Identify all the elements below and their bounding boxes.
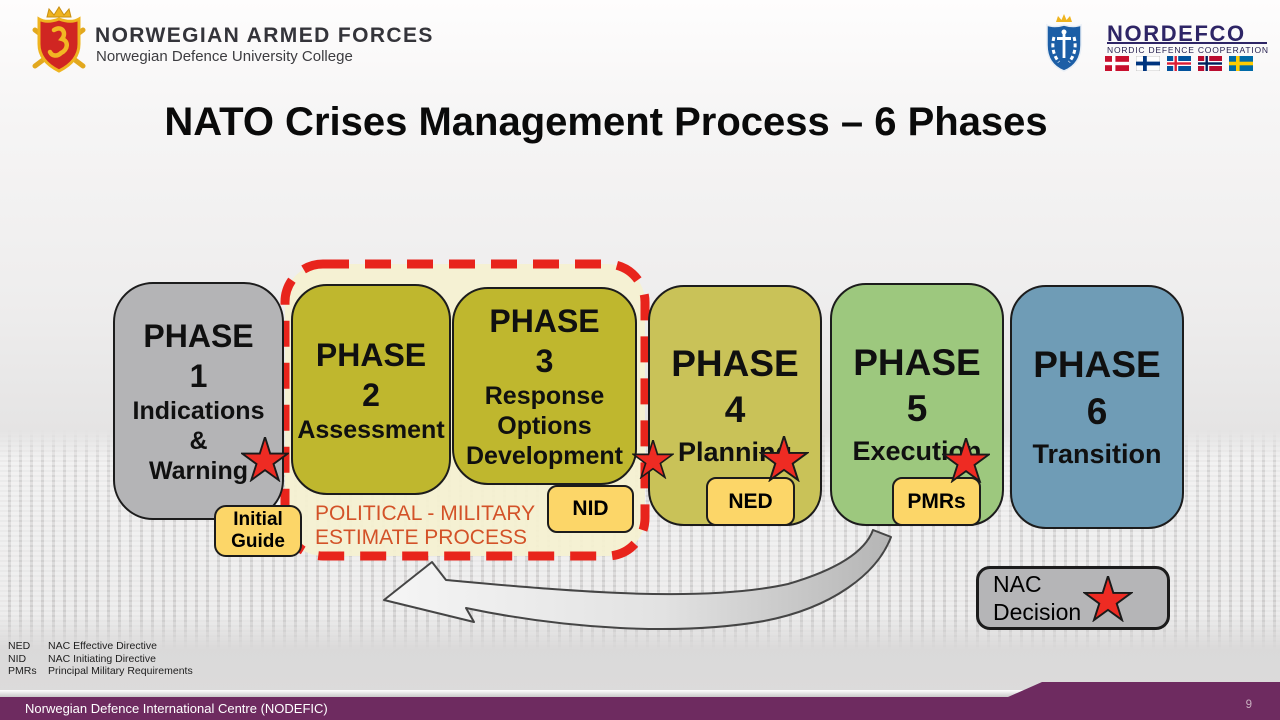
phase-2-box: PHASE 2 Assessment — [291, 284, 451, 495]
phase-1-heading: PHASE — [143, 318, 254, 354]
nordic-flags — [1105, 56, 1275, 72]
nordefco-subtitle: NORDIC DEFENCE COOPERATION — [1107, 45, 1269, 55]
nac-decision-box: NAC Decision — [976, 566, 1170, 630]
armed-forces-title: NORWEGIAN ARMED FORCES — [95, 24, 434, 47]
phase-2-number: 2 — [362, 376, 380, 413]
estimate-process-label: POLITICAL - MILITARY ESTIMATE PROCESS — [315, 502, 536, 549]
norway-flag-icon — [1198, 56, 1222, 71]
page-title: NATO Crises Management Process – 6 Phase… — [164, 100, 1048, 144]
milestone-star-icon — [632, 440, 674, 479]
legend-abbr: NID — [8, 652, 27, 665]
iceland-flag-icon — [1167, 56, 1191, 71]
page-number: 9 — [1245, 699, 1252, 711]
initial-guide-badge: Initial Guide — [214, 505, 302, 557]
phase-6-box: PHASE 6 Transition — [1010, 285, 1184, 529]
footer-title: Norwegian Defence International Centre (… — [25, 701, 328, 716]
legend-meaning: Principal Military Requirements — [48, 665, 193, 678]
legend-row: NED NAC Effective Directive — [8, 640, 193, 653]
nid-badge: NID — [547, 485, 634, 533]
legend-abbr: PMRs — [8, 665, 37, 678]
nordefco-title: NORDEFCO — [1107, 21, 1246, 46]
phase-4-heading: PHASE — [671, 342, 799, 384]
footer-accent-block — [1008, 682, 1280, 697]
footer-stripe — [0, 690, 1034, 697]
phase-2-label: Assessment — [297, 415, 445, 444]
nordefco-rule — [1107, 42, 1267, 44]
legend-row: PMRs Principal Military Requirements — [8, 665, 193, 678]
armed-forces-subtitle: Norwegian Defence University College — [96, 48, 353, 65]
phase-1-label: Indications & Warning — [132, 397, 265, 485]
phase-5-number: 5 — [906, 388, 928, 430]
denmark-flag-icon — [1105, 56, 1129, 71]
finland-flag-icon — [1136, 56, 1160, 71]
milestone-star-icon — [759, 436, 809, 482]
norwegian-armed-forces-crest-icon — [32, 6, 86, 73]
feedback-curved-arrow-icon — [383, 529, 892, 630]
sweden-flag-icon — [1229, 56, 1253, 71]
milestone-star-icon — [241, 437, 289, 482]
phase-1-number: 1 — [189, 358, 208, 394]
phase-6-label: Transition — [1032, 438, 1162, 469]
legend-meaning: NAC Effective Directive — [48, 640, 157, 652]
phase-6-heading: PHASE — [1033, 344, 1161, 386]
phase-3-label: Response Options Development — [466, 382, 623, 470]
legend-meaning: NAC Initiating Directive — [48, 652, 156, 665]
defence-university-college-crest-icon — [1046, 14, 1082, 72]
phase-1-box: PHASE 1 Indications & Warning — [113, 282, 284, 520]
milestone-star-icon — [1083, 576, 1133, 622]
footer-bar — [0, 697, 1280, 720]
legend-abbr: NED — [8, 640, 31, 652]
ned-badge: NED — [706, 477, 795, 526]
legend-row: NID NAC Initiating Directive — [8, 653, 193, 666]
phase-3-number: 3 — [535, 343, 554, 379]
phase-6-number: 6 — [1086, 390, 1108, 432]
milestone-star-icon — [942, 438, 990, 483]
pmrs-badge: PMRs — [892, 477, 981, 526]
phase-3-box: PHASE 3 Response Options Development — [452, 287, 637, 485]
abbreviation-legend: NED NAC Effective Directive NID NAC Init… — [8, 640, 193, 678]
phase-4-number: 4 — [724, 389, 746, 431]
phase-3-heading: PHASE — [489, 303, 600, 339]
phase-5-heading: PHASE — [853, 341, 981, 383]
phase-2-heading: PHASE — [315, 336, 427, 373]
